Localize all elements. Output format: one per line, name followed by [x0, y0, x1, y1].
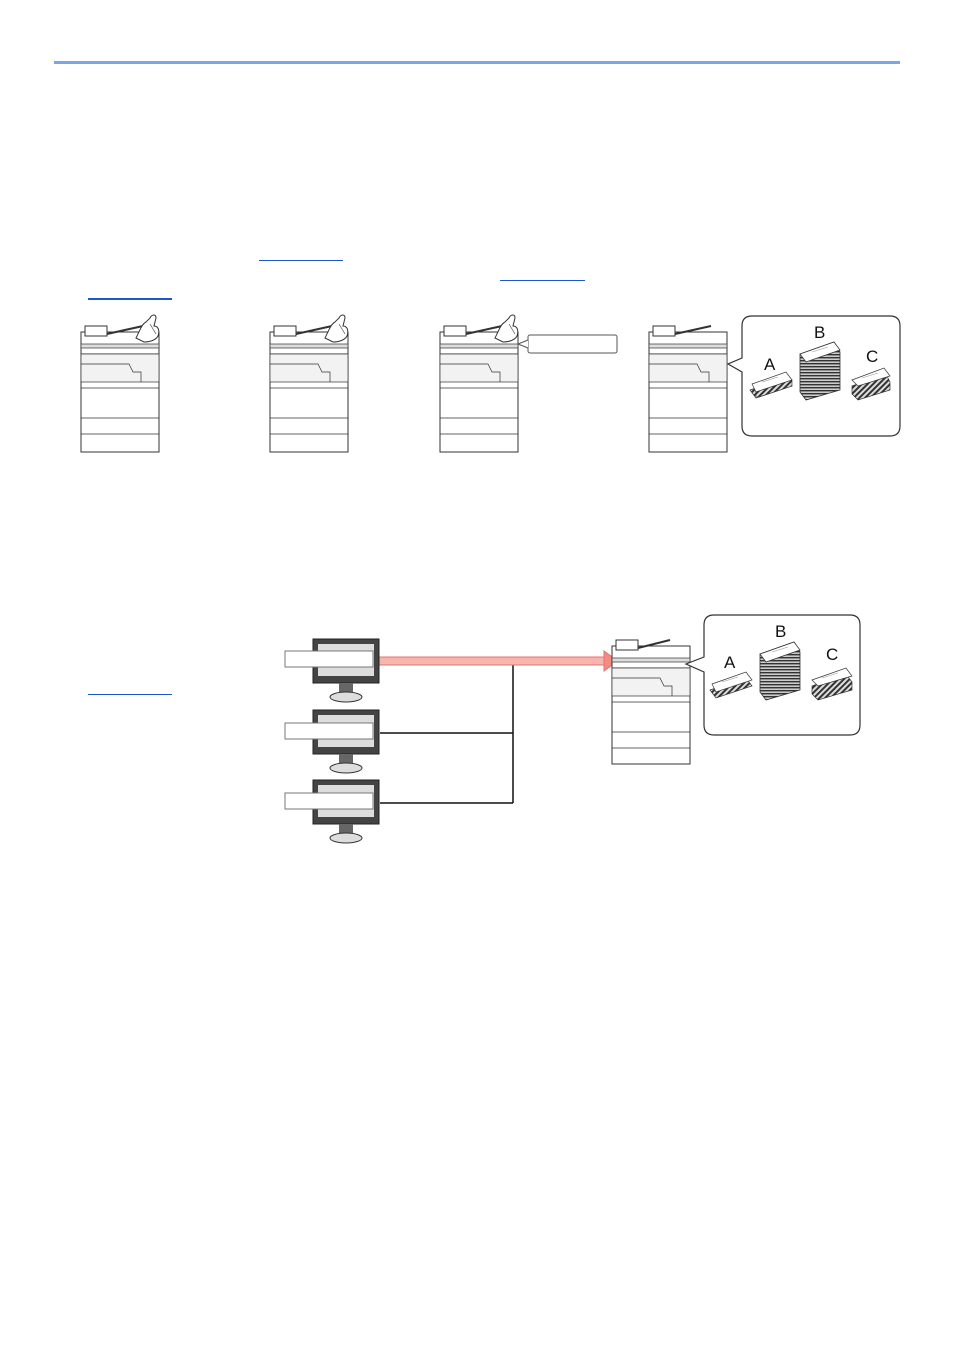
stack-a	[709, 671, 753, 699]
link-underline-3[interactable]	[88, 298, 172, 300]
figure-scan-job-separation: A B C	[80, 314, 901, 453]
stack-b	[759, 641, 801, 701]
link-underline-2[interactable]	[500, 280, 585, 281]
stack-c	[851, 367, 891, 401]
computer-1	[312, 638, 380, 703]
link-underline-1[interactable]	[259, 260, 343, 261]
printer-1	[80, 325, 160, 453]
callout-box	[527, 334, 618, 354]
printer-3	[439, 325, 519, 453]
stack-label-c: C	[826, 645, 838, 664]
pc-label-box-3	[284, 792, 374, 810]
stack-label-b: B	[814, 323, 825, 342]
stack-c	[811, 667, 853, 701]
stack-a	[749, 371, 793, 399]
link-underline-4[interactable]	[88, 694, 172, 695]
stack-label-b: B	[775, 622, 786, 641]
computer-2	[312, 709, 380, 774]
stack-b	[799, 341, 841, 401]
hand-icon	[494, 314, 519, 343]
computer-3	[312, 779, 380, 844]
figure-network-print-separation: A B C	[284, 614, 861, 844]
stack-label-c: C	[866, 347, 878, 366]
header-rule	[54, 61, 900, 64]
printer-network	[611, 639, 691, 765]
printer-2	[269, 325, 349, 453]
job-arrow	[377, 656, 607, 666]
pc-label-box-1	[284, 650, 374, 668]
hand-icon	[135, 314, 160, 343]
hand-icon	[324, 314, 349, 343]
pc-label-box-2	[284, 722, 374, 740]
stack-label-a: A	[724, 653, 736, 672]
printer-4	[648, 325, 728, 453]
stack-label-a: A	[764, 355, 776, 374]
